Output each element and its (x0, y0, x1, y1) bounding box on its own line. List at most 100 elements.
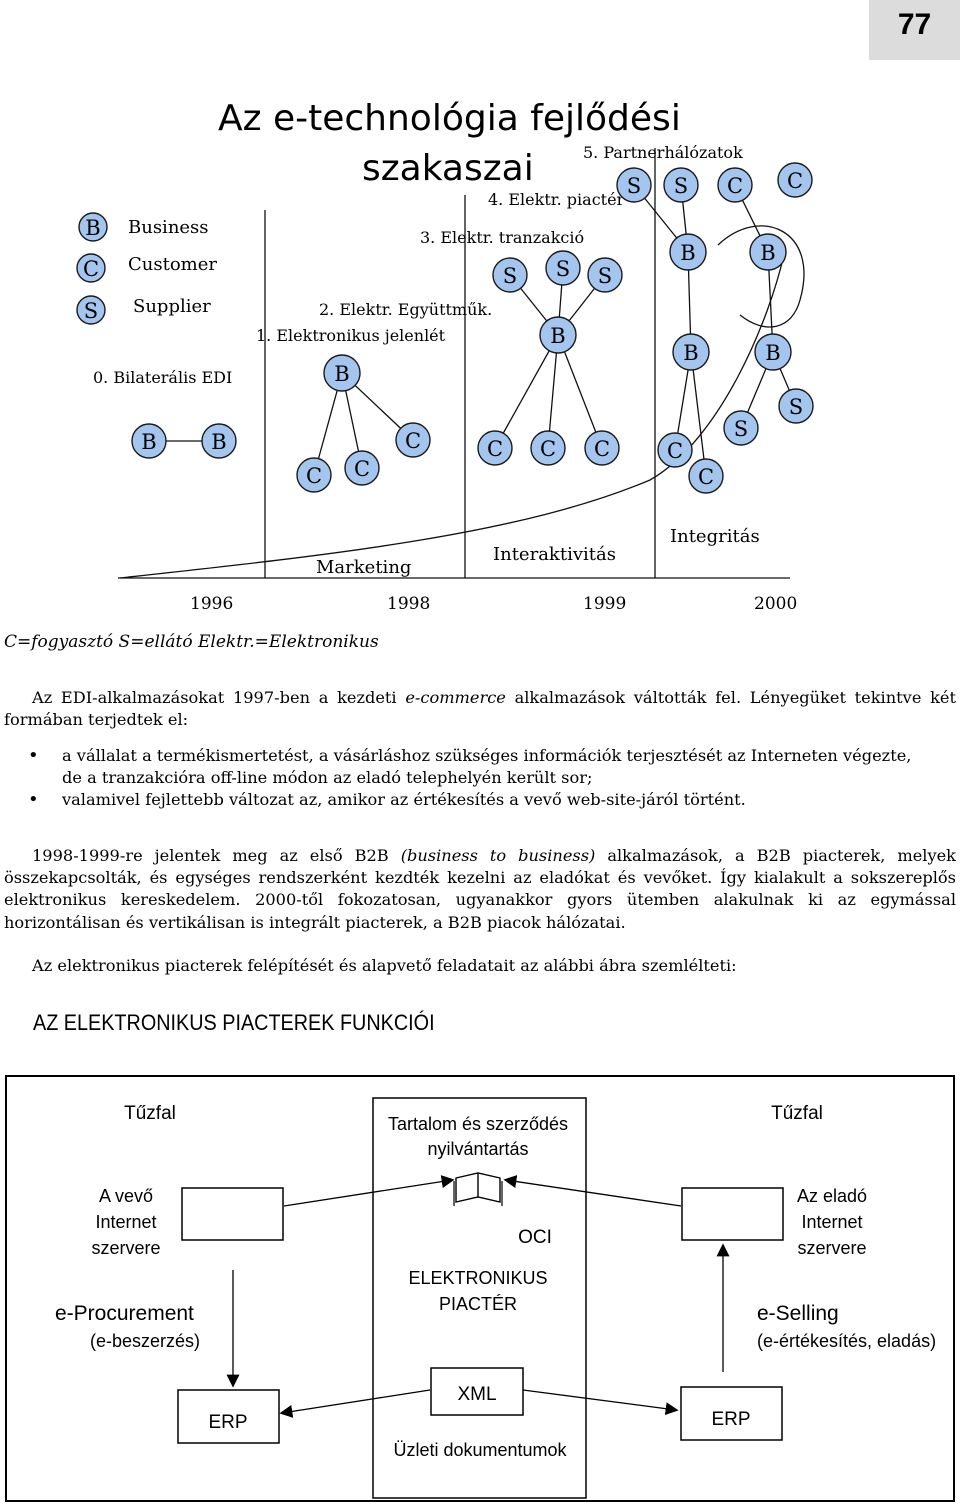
stage-label-5: 5. Partnerhálózatok (583, 143, 743, 162)
seller-server-label-3: szervere (797, 1238, 866, 1258)
arrow-xml-to-erp-right (522, 1389, 679, 1416)
node-s: S (778, 388, 814, 424)
arrow-xml-to-erp-left (279, 1389, 431, 1418)
seller-server-box (681, 1187, 784, 1241)
svg-text:S: S (789, 395, 803, 419)
node-s: S (492, 257, 528, 293)
legend-node-b: B (78, 212, 108, 242)
erp-right-label: ERP (711, 1409, 750, 1430)
svg-text:C: C (83, 257, 99, 281)
functions-title: AZ ELEKTRONIKUS PIACTEREK FUNKCIÓI (33, 1010, 435, 1035)
svg-text:B: B (760, 241, 775, 265)
legend-label-business: Business (128, 217, 209, 238)
page-number: 77 (897, 8, 932, 41)
growth-curve (119, 249, 786, 579)
node-b: B (672, 333, 710, 371)
business-docs-label: Üzleti dokumentumok (393, 1440, 567, 1460)
svg-text:C: C (540, 437, 556, 461)
svg-text:C: C (787, 169, 803, 193)
node-c: C (688, 458, 724, 494)
paragraph-3: Az elektronikus piacterek felépítését és… (32, 956, 737, 975)
page-number-box (869, 0, 960, 60)
svg-text:S: S (84, 299, 98, 323)
svg-text:C: C (727, 174, 743, 198)
node-b: B (749, 233, 787, 271)
e-selling-label: e-Selling (757, 1302, 839, 1325)
svg-text:B: B (680, 241, 695, 265)
svg-text:C: C (698, 465, 714, 489)
list-item: •a vállalat a termékismertetést, a vásár… (28, 745, 912, 787)
xml-label: XML (457, 1384, 496, 1405)
node-c: C (395, 422, 431, 458)
node-b: B (754, 333, 792, 371)
diagram-frame (5, 1075, 955, 1502)
figure-title-line1: Az e-technológia fejlődési (218, 98, 681, 139)
seller-server-label-1: Az eladó (797, 1186, 867, 1206)
svg-text:C: C (487, 437, 503, 461)
network-loop (717, 225, 805, 328)
year-label: 1998 (387, 594, 430, 614)
paragraph-2: 1998-1999-re jelentek meg az első B2B (b… (4, 846, 956, 932)
stage-label-1: 1. Elektronikus jelenlét (256, 326, 446, 345)
figure-caption: C=fogyasztó S=ellátó Elektr.=Elektroniku… (4, 632, 379, 652)
xml-box (430, 1367, 524, 1416)
svg-text:B: B (550, 324, 565, 348)
buyer-server-label-1: A vevő (99, 1186, 153, 1206)
svg-text:S: S (598, 264, 612, 288)
erp-right-box (680, 1386, 783, 1441)
svg-text:C: C (306, 464, 322, 488)
evolution-figure: Az e-technológia fejlődési szakaszai B B… (76, 98, 814, 614)
stage-label-0: 0. Bilaterális EDI (93, 368, 232, 387)
node-c: C (530, 430, 566, 466)
buyer-server-label-3: szervere (91, 1238, 160, 1258)
content-contract-label-2: nyilvántartás (427, 1139, 528, 1159)
seller-server-label-2: Internet (801, 1212, 862, 1232)
node-s: S (723, 410, 759, 446)
svg-text:S: S (556, 257, 570, 281)
arrow-buyer-to-catalog (283, 1175, 455, 1207)
year-label: 2000 (754, 594, 797, 614)
node-b: B (669, 233, 707, 271)
phase-label-marketing: Marketing (316, 557, 411, 578)
paragraph-1: Az EDI-alkalmazásokat 1997-ben a kezdeti… (4, 688, 956, 730)
svg-text:C: C (405, 429, 421, 453)
firewall-left-label: Tűzfal (124, 1103, 176, 1124)
svg-text:C: C (354, 457, 370, 481)
legend-node-s: S (76, 295, 106, 325)
buyer-server-box (181, 1187, 284, 1241)
arrow-seller-to-catalog (503, 1175, 682, 1207)
svg-text:C: C (667, 439, 683, 463)
legend-label-supplier: Supplier (133, 296, 211, 317)
phase-label-interaktivitas: Interaktivitás (493, 544, 616, 565)
legend-node-c: C (76, 253, 106, 283)
svg-text:S: S (734, 417, 748, 441)
year-label: 1996 (190, 594, 233, 614)
node-c: C (777, 162, 813, 198)
legend-label-customer: Customer (128, 254, 217, 275)
node-b: B (539, 316, 577, 354)
stage-label-4: 4. Elektr. piactér (488, 190, 625, 209)
e-procurement-sublabel: (e-beszerzés) (90, 1331, 200, 1351)
node-s: S (663, 167, 699, 203)
node-c: C (584, 430, 620, 466)
figure-title-line2: szakaszai (362, 148, 534, 189)
node-b: B (323, 354, 361, 392)
stage-label-2: 2. Elektr. Együttműk. (319, 300, 492, 319)
bullet-list: •a vállalat a termékismertetést, a vásár… (28, 745, 928, 811)
svg-text:B: B (765, 341, 780, 365)
erp-left-label: ERP (208, 1412, 247, 1433)
node-b: B (131, 423, 167, 459)
svg-text:B: B (683, 341, 698, 365)
svg-text:S: S (627, 174, 641, 198)
svg-text:B: B (85, 216, 100, 240)
marketplace-label-2: PIACTÉR (439, 1294, 517, 1314)
e-selling-sublabel: (e-értékesítés, eladás) (757, 1331, 936, 1351)
content-contract-label-1: Tartalom és szerződés (388, 1114, 568, 1134)
svg-text:B: B (211, 430, 226, 454)
node-c: C (296, 457, 332, 493)
list-item: •valamivel fejlettebb változat az, amiko… (28, 789, 746, 810)
e-procurement-label: e-Procurement (55, 1302, 194, 1325)
svg-text:C: C (594, 437, 610, 461)
node-c: C (477, 430, 513, 466)
